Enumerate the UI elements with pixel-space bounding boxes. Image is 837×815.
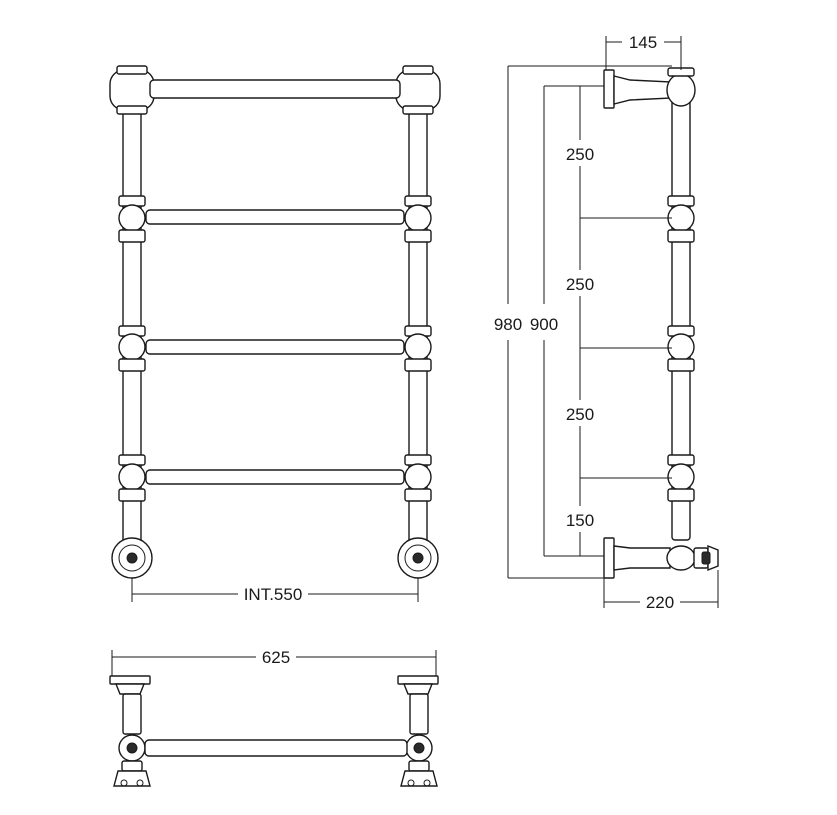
front-rails bbox=[145, 79, 405, 485]
plan-rail bbox=[144, 739, 408, 757]
plan-right-mount bbox=[397, 675, 439, 787]
dim-overall-height: 980 bbox=[494, 65, 672, 579]
plan-left-mount bbox=[109, 675, 151, 787]
dim-overall-width: 625 bbox=[111, 648, 437, 676]
front-view: INT.550 bbox=[109, 65, 441, 604]
label-rail-spacing-2: 250 bbox=[566, 275, 594, 294]
dim-internal-width: INT.550 bbox=[131, 578, 419, 604]
label-internal-width: INT.550 bbox=[244, 585, 303, 604]
label-side-depth-bottom: 220 bbox=[646, 593, 674, 612]
dim-rail-spacings: 250 250 250 150 bbox=[560, 86, 672, 556]
dim-side-depth-top: 145 bbox=[605, 33, 682, 70]
side-view: 145 220 980 900 bbox=[494, 33, 719, 612]
side-collars bbox=[667, 195, 695, 502]
label-side-depth-top: 145 bbox=[629, 33, 657, 52]
dim-side-depth-bottom: 220 bbox=[603, 570, 719, 612]
label-overall-width: 625 bbox=[262, 648, 290, 667]
side-bottom-valve bbox=[603, 537, 719, 579]
side-top-bracket bbox=[603, 67, 696, 109]
label-rail-span-height: 900 bbox=[530, 315, 558, 334]
plan-view: 625 bbox=[109, 648, 439, 787]
front-right-post bbox=[395, 65, 441, 579]
label-overall-height: 980 bbox=[494, 315, 522, 334]
dim-rail-span-height: 900 bbox=[530, 85, 604, 557]
label-rail-spacing-1: 250 bbox=[566, 145, 594, 164]
front-left-post bbox=[109, 65, 155, 579]
label-bottom-offset: 150 bbox=[566, 511, 594, 530]
label-rail-spacing-3: 250 bbox=[566, 405, 594, 424]
